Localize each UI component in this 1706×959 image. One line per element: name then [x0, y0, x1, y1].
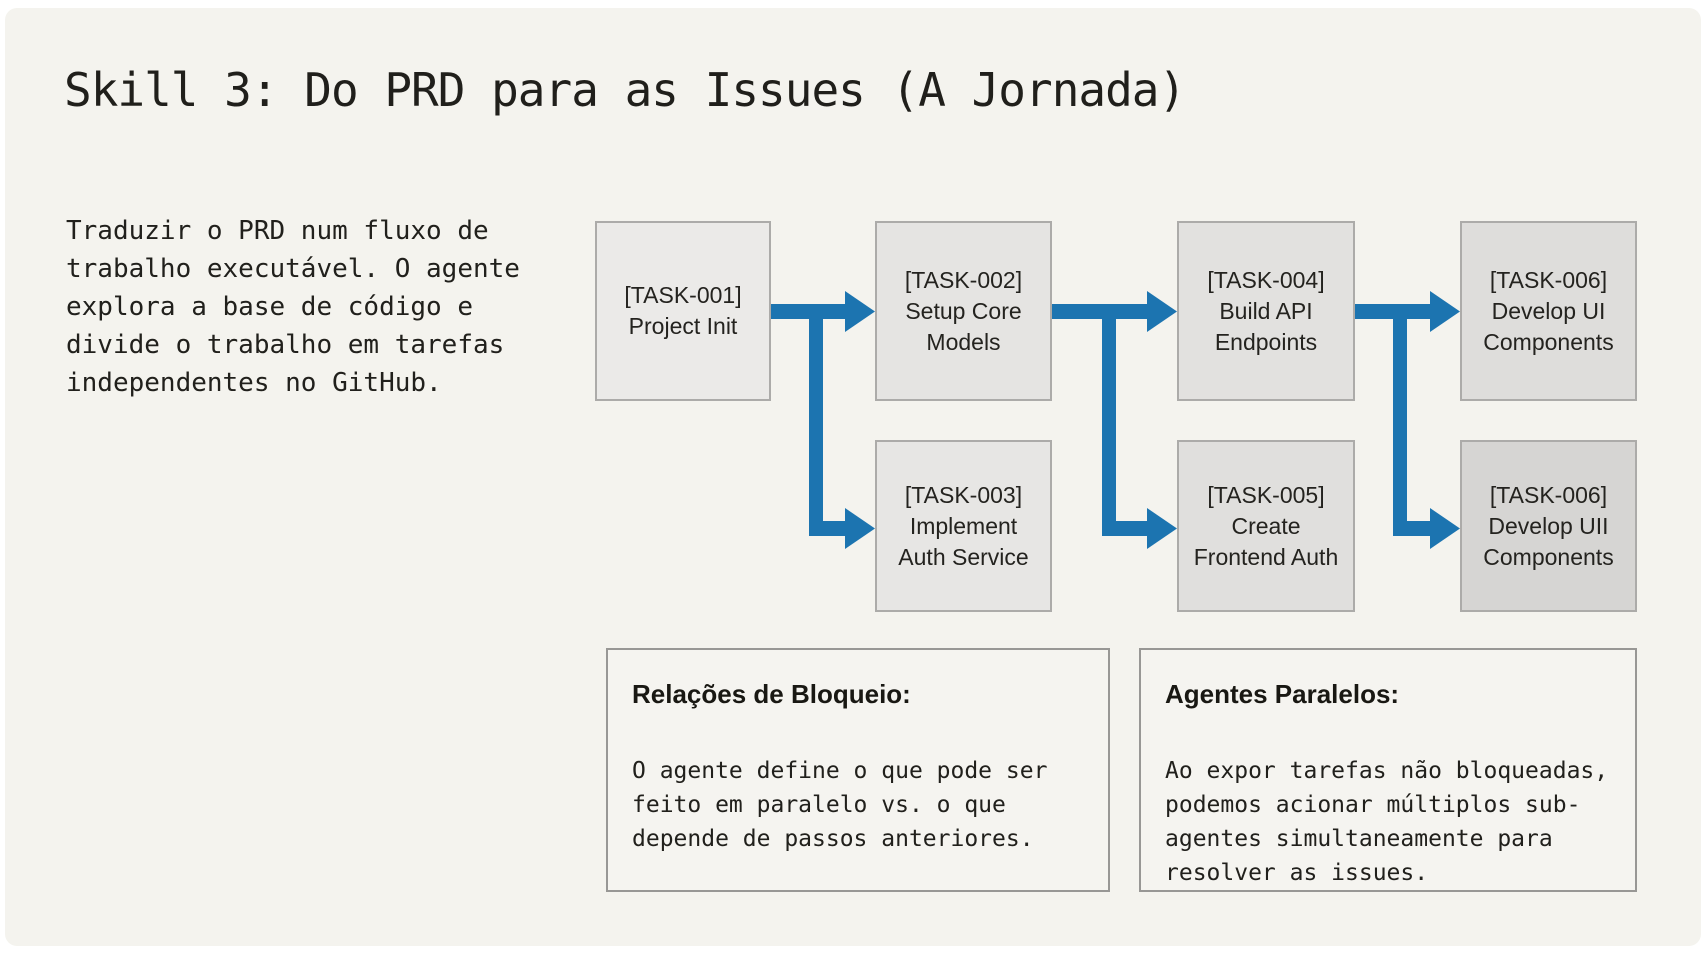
task-id: [TASK-002] — [904, 266, 1023, 293]
note-body: Ao expor tarefas não bloqueadas, podemos… — [1165, 758, 1609, 886]
task-id: [TASK-003] — [904, 481, 1023, 508]
note-heading: Relações de Bloqueio: — [632, 679, 911, 709]
note-body: O agente define o que pode ser feito em … — [632, 758, 1048, 852]
task-id: [TASK-006] — [1489, 481, 1608, 508]
task-box-006-uii: [TASK-006] Develop UII Components — [1460, 440, 1637, 612]
task-id: [TASK-006] — [1489, 266, 1608, 293]
task-label: Develop UI Components — [1483, 297, 1614, 355]
task-box-006-ui: [TASK-006] Develop UI Components — [1460, 221, 1637, 401]
note-blocking-relations: Relações de Bloqueio: O agente define o … — [606, 648, 1110, 892]
task-label: Project Init — [628, 313, 738, 339]
note-parallel-agents: Agentes Paralelos: Ao expor tarefas não … — [1139, 648, 1637, 892]
task-id: [TASK-004] — [1207, 266, 1325, 293]
task-box-003: [TASK-003] Implement Auth Service — [875, 440, 1052, 612]
task-label: Implement Auth Service — [898, 512, 1029, 570]
task-box-001: [TASK-001] Project Init — [595, 221, 771, 401]
task-box-005: [TASK-005] Create Frontend Auth — [1177, 440, 1355, 612]
task-label: Build API Endpoints — [1214, 297, 1318, 355]
task-label: Setup Core Models — [905, 297, 1022, 355]
note-heading: Agentes Paralelos: — [1165, 679, 1400, 709]
task-id: [TASK-001] — [624, 282, 742, 308]
task-id: [TASK-005] — [1207, 481, 1325, 508]
task-label: Create Frontend Auth — [1193, 512, 1339, 570]
intro-paragraph: Traduzir o PRD num fluxo de trabalho exe… — [66, 216, 520, 398]
task-label: Develop UII Components — [1483, 512, 1614, 570]
task-box-004: [TASK-004] Build API Endpoints — [1177, 221, 1355, 401]
slide-title: Skill 3: Do PRD para as Issues (A Jornad… — [64, 63, 1186, 117]
task-box-002: [TASK-002] Setup Core Models — [875, 221, 1052, 401]
